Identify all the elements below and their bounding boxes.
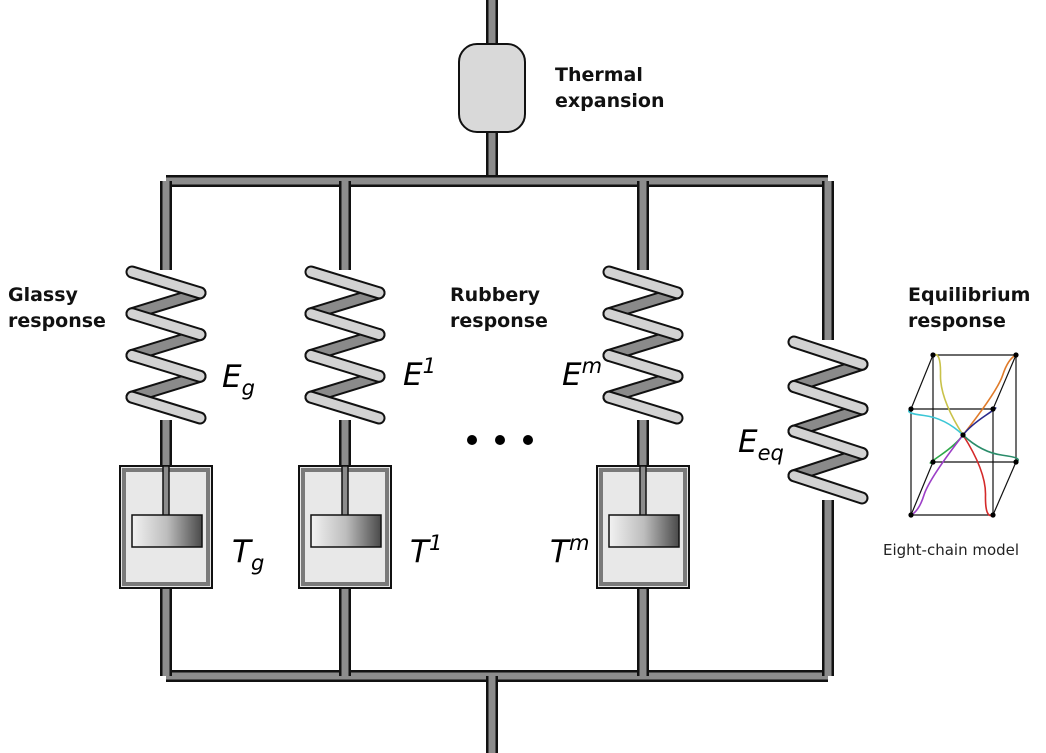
rubbery-label-line1: Rubbery: [450, 284, 541, 306]
frame: [160, 0, 834, 753]
chain-1: [962, 354, 1017, 436]
spring-front-coil: [306, 350, 384, 381]
ellipsis: [467, 435, 533, 445]
spring-back-coil: [127, 330, 205, 360]
dashpots: [119, 465, 690, 589]
spring-front-coil: [127, 267, 205, 298]
chain-6: [910, 434, 964, 516]
rubbery-label-line2: response: [450, 310, 548, 332]
glassy-dashpot: [119, 465, 213, 589]
ellipsis-dot: [495, 435, 505, 445]
spring-back-coil: [789, 404, 867, 436]
symbol-eeq: Eeq: [738, 424, 784, 465]
equilibrium-spring: [787, 335, 869, 505]
spring-front-coil: [306, 392, 384, 423]
glassy-label-line2: response: [8, 310, 106, 332]
spring-front-coil: [604, 392, 682, 423]
cube-node: [960, 432, 966, 438]
eight-chain-cube: [908, 352, 1019, 518]
spring-front-coil: [306, 309, 384, 340]
spring-front-coil: [789, 426, 867, 458]
dashpot-rod: [341, 465, 349, 517]
chain-4: [962, 407, 997, 436]
spring-back-coil: [604, 288, 682, 319]
spring-back-coil: [306, 330, 384, 360]
ellipsis-dot: [523, 435, 533, 445]
thermal-label-line1: Thermal: [555, 64, 643, 86]
cube-node: [930, 459, 936, 465]
dashpot-piston: [310, 514, 382, 548]
cube-node: [1013, 459, 1019, 465]
chain-3: [908, 408, 964, 436]
dashpot-piston: [131, 514, 203, 548]
chain-8: [962, 434, 1019, 463]
equilibrium-label-line2: response: [908, 310, 1006, 332]
spring-front-coil: [604, 267, 682, 298]
spring-front-coil: [789, 382, 867, 414]
symbol-em: Em: [562, 354, 602, 393]
glassy-spring: [125, 265, 207, 425]
symbol-e1: E1: [403, 354, 436, 393]
spring-back-coil: [306, 371, 384, 402]
ellipsis-dot: [467, 435, 477, 445]
spring-front-coil: [306, 267, 384, 298]
spring-front-coil: [789, 337, 867, 369]
symbol-t1: T1: [410, 531, 442, 570]
spring-back-coil: [127, 288, 205, 319]
glassy-label-line1: Glassy: [8, 284, 79, 306]
chain-7: [962, 434, 994, 517]
thermal-expansion-element: [458, 43, 526, 133]
spring-back-coil: [604, 330, 682, 360]
spring-front-coil: [127, 309, 205, 340]
cube-edge: [910, 461, 934, 516]
dashpot-rod: [639, 465, 647, 517]
spring-front-coil: [604, 309, 682, 340]
symbol-eg: Eg: [222, 359, 255, 400]
cube-edge: [992, 354, 1017, 410]
rubbery-dashpot-1: [298, 465, 392, 589]
spring-back-coil: [789, 359, 867, 392]
springs: [125, 265, 869, 505]
cube-node: [990, 406, 996, 412]
rubbery-spring-m: [602, 265, 684, 425]
cube-node: [930, 352, 936, 358]
symbol-tg: Tg: [232, 534, 264, 575]
spring-front-coil: [127, 392, 205, 423]
chain-2: [932, 353, 964, 436]
eight-chain-caption: Eight-chain model: [883, 541, 1019, 559]
cube-edge: [910, 354, 934, 410]
spring-front-coil: [604, 350, 682, 381]
cube-edge: [992, 461, 1017, 516]
equilibrium-label-line1: Equilibrium: [908, 284, 1030, 306]
rubbery-dashpot-m: [596, 465, 690, 589]
spring-back-coil: [306, 288, 384, 319]
rubbery-spring-1: [304, 265, 386, 425]
spring-front-coil: [127, 350, 205, 381]
symbol-tm: Tm: [550, 531, 589, 570]
spring-front-coil: [789, 471, 867, 503]
dashpot-piston: [608, 514, 680, 548]
dashpot-rod: [162, 465, 170, 517]
spring-back-coil: [789, 448, 867, 481]
cube-node: [908, 406, 914, 412]
cube-node: [1013, 352, 1019, 358]
chain-5: [929, 434, 964, 464]
cube-node: [908, 512, 914, 518]
cube-node: [990, 512, 996, 518]
thermal-label-line2: expansion: [555, 90, 665, 112]
spring-back-coil: [604, 371, 682, 402]
spring-back-coil: [127, 371, 205, 402]
